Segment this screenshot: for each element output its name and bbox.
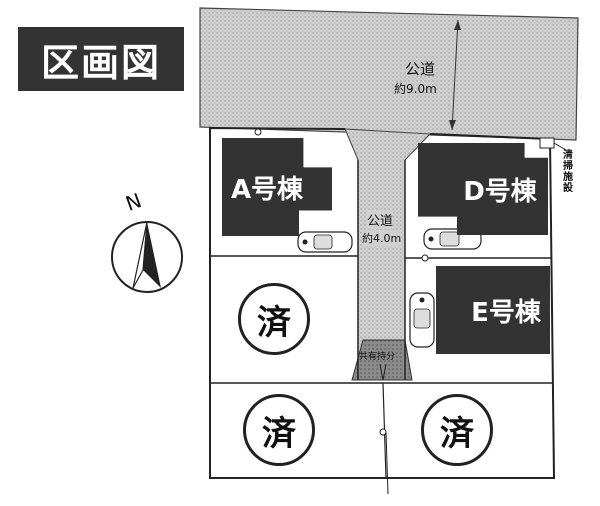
car-icon [297,231,353,253]
page-title: 区画図 [18,27,184,91]
cleaning-facility-box [539,137,555,149]
main-road-width: 約9.0m [394,82,437,96]
car-icon [409,292,435,348]
sold-marker[interactable]: 済 [238,283,310,355]
main-road [199,7,579,141]
cleaning-facility-label: 清掃施設 [563,150,573,194]
shared-area-label: 共有持分 [359,352,396,362]
building-d-label: D号棟 [463,176,537,207]
building-a-label: A号棟 [230,174,304,205]
right-block-outline [386,133,556,479]
sold-marker[interactable]: 済 [421,394,493,466]
shared-area [351,339,413,381]
main-road-name: 公道 [405,60,436,78]
compass-icon [111,221,183,293]
left-block-outline [209,126,386,479]
building-e-label: E号棟 [471,297,541,328]
side-road-name: 公道 [367,210,394,229]
building-e[interactable]: E号棟 [436,266,550,354]
side-road-width: 約4.0m [362,230,402,246]
sold-marker[interactable]: 済 [243,394,315,466]
